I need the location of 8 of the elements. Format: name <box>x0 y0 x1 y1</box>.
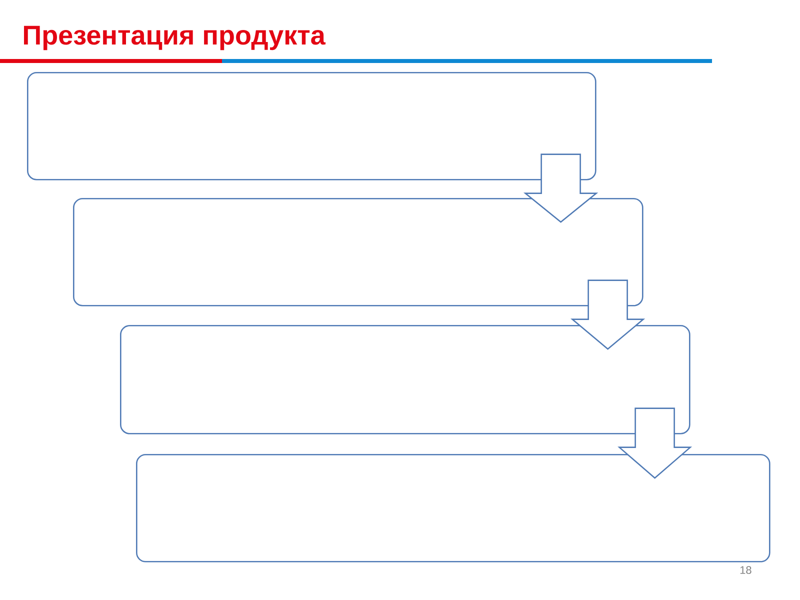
process-box <box>120 325 690 434</box>
process-box <box>136 454 770 562</box>
process-box <box>73 198 644 306</box>
block-arrow <box>618 408 692 479</box>
block-arrow <box>523 154 598 223</box>
process-box <box>27 72 596 180</box>
title: Презентация продукта <box>24 26 326 50</box>
block-arrow <box>570 280 646 350</box>
